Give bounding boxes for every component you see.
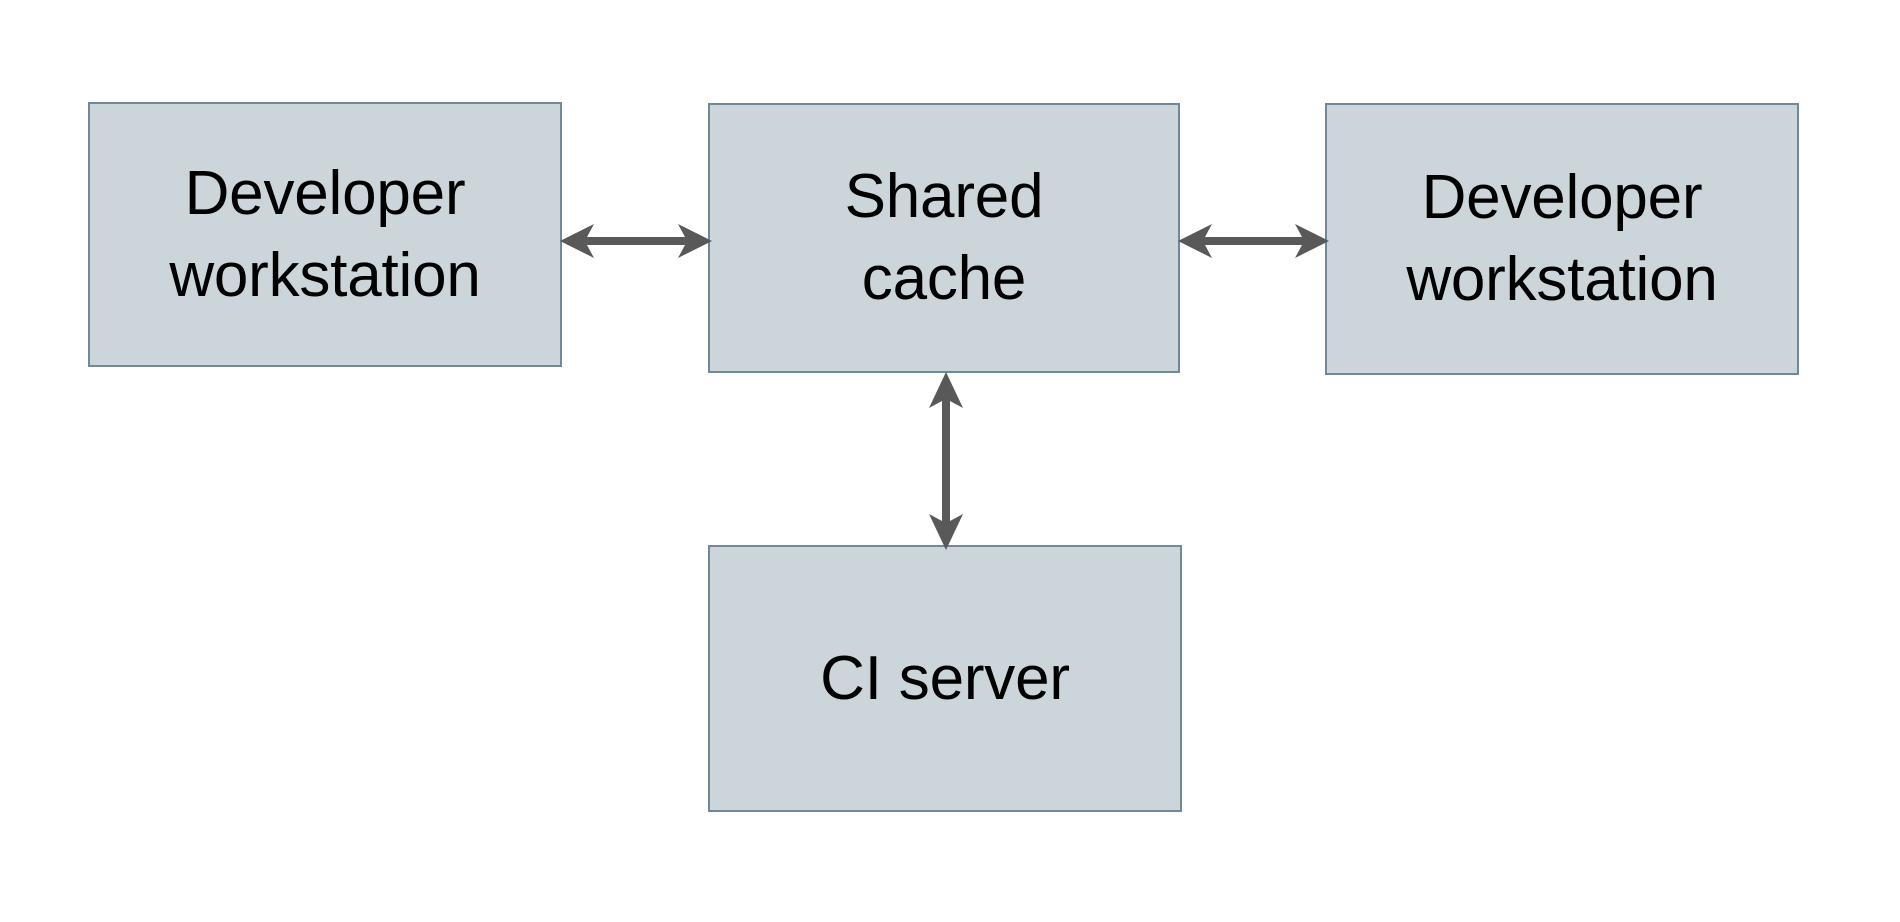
node-ci-server[interactable]: CI server bbox=[708, 545, 1182, 812]
node-label: Developer workstation bbox=[169, 158, 481, 310]
node-developer-workstation-right[interactable]: Developer workstation bbox=[1325, 103, 1799, 375]
node-shared-cache[interactable]: Shared cache bbox=[708, 103, 1180, 373]
node-developer-workstation-left[interactable]: Developer workstation bbox=[88, 102, 562, 367]
node-label: Developer workstation bbox=[1406, 163, 1718, 314]
node-label: Shared cache bbox=[844, 162, 1044, 313]
edge-shared-cache-to-ci-server bbox=[915, 370, 977, 552]
node-label: CI server bbox=[820, 643, 1070, 713]
edge-developer-workstation-left-to-shared-cache bbox=[558, 210, 714, 272]
double-arrow-vertical-icon bbox=[929, 372, 963, 550]
double-arrow-horizontal-icon bbox=[1178, 224, 1329, 258]
double-arrow-horizontal-icon bbox=[560, 224, 712, 258]
edge-shared-cache-to-developer-workstation-right bbox=[1176, 210, 1331, 272]
